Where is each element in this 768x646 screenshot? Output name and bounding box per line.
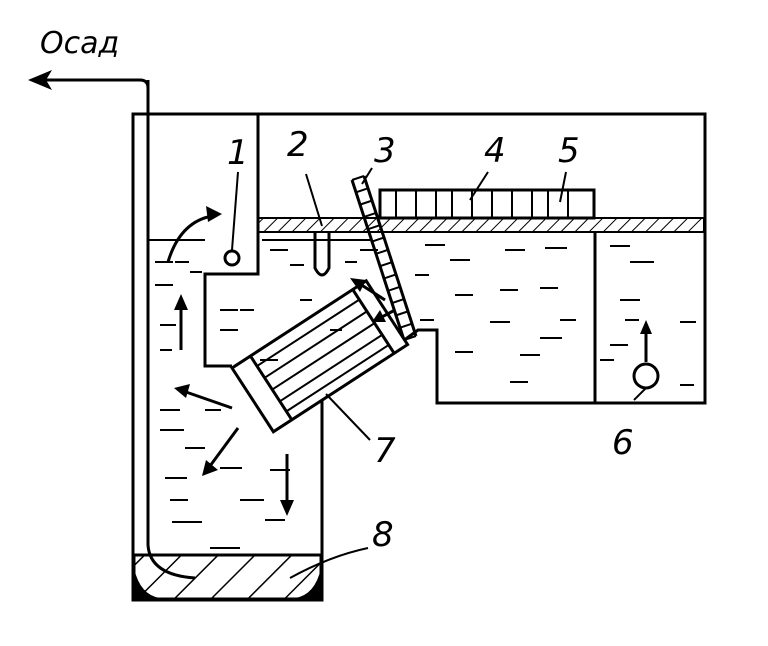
ladder-rung [363,211,377,218]
ladder-rung [355,187,369,194]
sludge-pipe [146,80,196,580]
ladder-rung [391,298,405,305]
water-hatching [155,244,696,549]
ladder-rung [371,236,385,243]
ladder-rung [379,261,393,268]
sludge-pipe-top [45,78,150,89]
callout-4: 4 [484,131,506,171]
filter-frame [378,188,596,220]
flow-arrows [166,206,652,516]
ladder-rung [387,285,401,292]
ladder-rung [367,224,381,231]
ladder-rung [375,248,389,255]
outlet-valve [632,362,660,390]
leader-lines [231,167,647,579]
callout-1: 1 [227,133,249,173]
ladder-rung [399,322,413,329]
sludge-arrow-icon [28,70,52,90]
sludge-label: Осад [40,26,119,61]
ladder-rung [403,335,417,341]
cover-plate [257,217,705,233]
ladder-rung [395,310,409,317]
sediment-corner-left [134,568,160,598]
plate-pack [229,278,410,434]
callout-7: 7 [374,431,396,471]
callout-2: 2 [287,125,309,165]
tank-outline [131,112,707,602]
nozzle [313,232,331,277]
callout-8: 8 [372,515,394,555]
callout-6: 6 [612,423,634,463]
ladder-rung [359,199,373,206]
overflow-pipe [223,249,241,267]
ladder-rung [351,175,365,181]
inlet-baffle [203,114,260,368]
ladder-rung [383,273,397,280]
inclined-scraper [350,175,418,341]
callout-3: 3 [374,131,396,171]
callout-5: 5 [558,131,580,171]
sediment-corner-right [295,568,321,598]
